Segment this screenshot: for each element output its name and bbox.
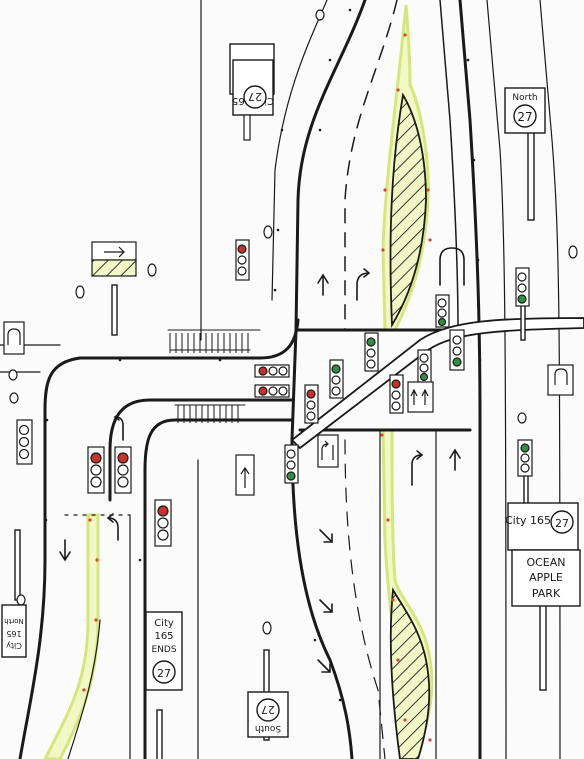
signal-head: [515, 267, 530, 307]
signal-head: [284, 444, 299, 484]
lane-arrows: [59, 247, 465, 673]
south-route-sign: 27 South: [247, 691, 289, 738]
right-sign-dest-2: APPLE: [529, 571, 563, 584]
south-sign-dir: South: [255, 723, 281, 733]
right-sign-dest-1: OCEAN: [526, 556, 565, 569]
right-sign-city: City 165: [505, 514, 551, 527]
route-shield: [513, 104, 537, 128]
top-sign-route: 27: [248, 90, 262, 103]
signal-head: [364, 332, 379, 372]
ends-sign-line1: City: [154, 618, 174, 629]
north-sign-route: 27: [517, 110, 532, 124]
left-sign-line1: City: [6, 641, 22, 650]
left-city-sign: City 165 North: [1, 604, 27, 658]
right-overhead-sign: City 165 27 OCEAN APPLE PARK: [505, 502, 581, 607]
signal-head: [329, 359, 344, 399]
top-overhead-sign: OCEAN PARK City 165 27: [229, 43, 275, 141]
south-sign-route: 27: [261, 703, 275, 716]
black-dots: [40, 8, 482, 732]
route-shield: [550, 510, 574, 534]
reflector-dots: [82, 33, 432, 742]
signal-head: [254, 384, 290, 398]
right-sign-bottom-panel: [511, 549, 581, 607]
north-sign-dir: North: [512, 93, 537, 103]
bulb-markers: [8, 9, 578, 635]
bottom-median-hatch: [389, 587, 431, 759]
ends-sign-line2: 165: [154, 631, 173, 642]
ramp-lines: [0, 318, 472, 759]
signal-head: [16, 419, 33, 465]
ends-sign: City 165 ENDS 27: [145, 611, 183, 691]
signal-head: [389, 374, 404, 414]
crosswalks: [169, 333, 249, 423]
route-shield: [152, 660, 176, 684]
ends-sign-route: 27: [157, 667, 171, 680]
signal-head: [87, 446, 105, 494]
signal-head: [417, 349, 432, 385]
small-box-signs: [91, 241, 137, 277]
lane-use-signs: [3, 321, 574, 496]
route-shield: [256, 698, 280, 722]
ends-sign-line3: ENDS: [151, 645, 176, 655]
signal-head: [435, 294, 450, 328]
left-sign-line2: 165: [6, 629, 21, 638]
signal-head: [114, 446, 132, 494]
signal-head: [254, 364, 290, 378]
north-route-sign: North 27: [504, 87, 546, 134]
signal-head: [304, 384, 319, 424]
signal-head: [449, 329, 465, 371]
left-sign-line3: North: [4, 617, 24, 625]
median-islands: [43, 4, 434, 759]
right-sign-dest-3: PARK: [532, 587, 561, 600]
route-shield: [243, 85, 267, 109]
right-sign-route: 27: [555, 517, 569, 530]
top-median-hatch: [389, 92, 427, 329]
signal-head: [154, 499, 172, 547]
signal-head: [517, 439, 533, 477]
signal-head: [235, 239, 250, 281]
